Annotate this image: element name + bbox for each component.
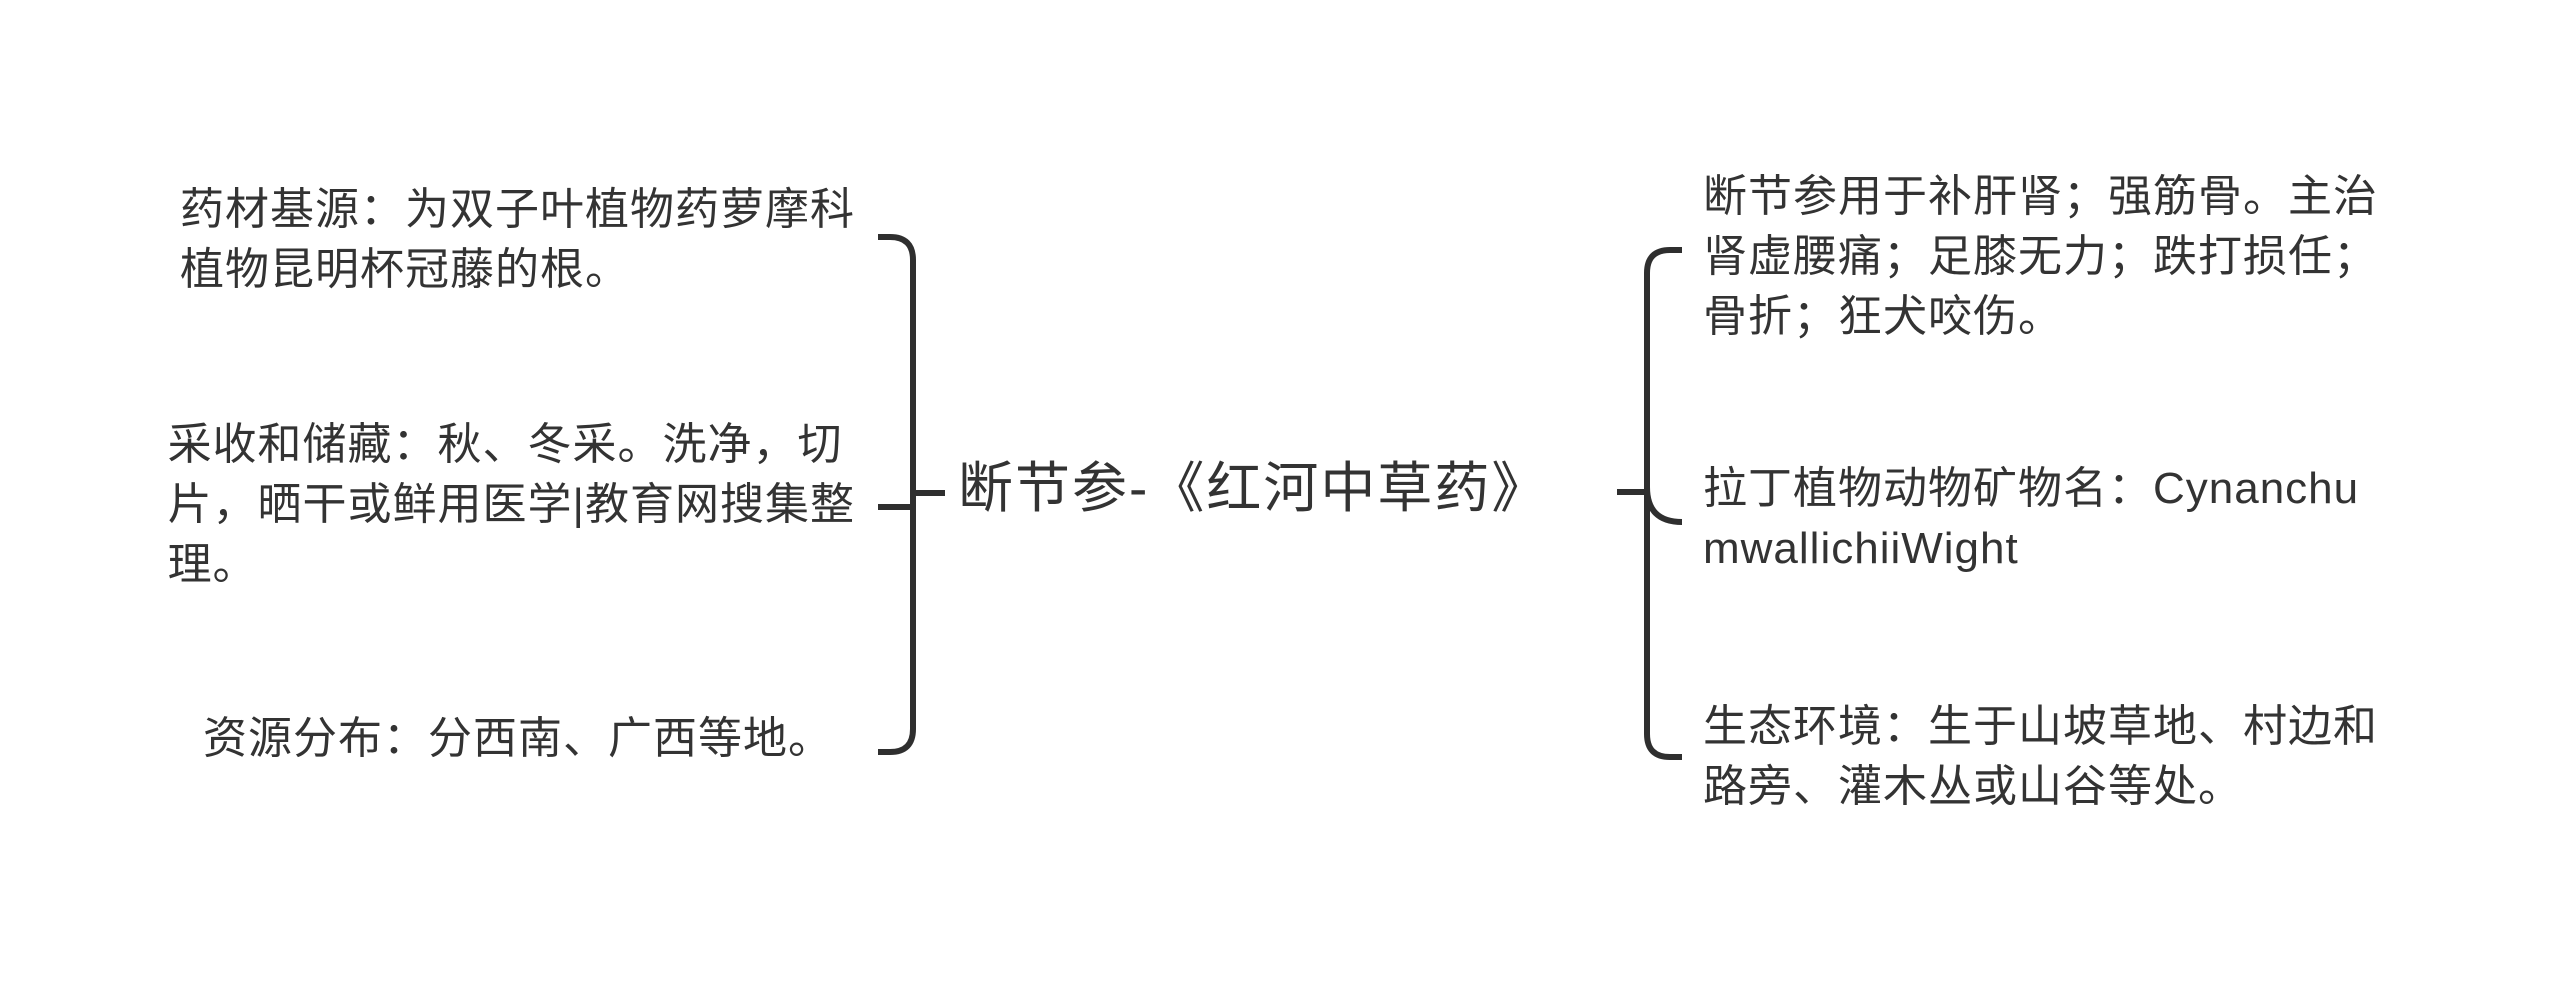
node-line: mwallichiiWight	[1703, 524, 2019, 573]
node-line: 药材基源：为双子叶植物药萝摩科	[180, 185, 855, 234]
right-bracket-branch-hook	[1644, 486, 1683, 525]
node-resource-distribution: 资源分布：分西南、广西等地。	[203, 709, 833, 769]
node-habitat: 生态环境：生于山坡草地、村边和 路旁、灌木丛或山谷等处。	[1703, 697, 2378, 817]
node-harvest-storage: 采收和储藏：秋、冬采。洗净，切 片，晒干或鲜用医学|教育网搜集整 理。	[168, 415, 855, 595]
node-line: 资源分布：分西南、广西等地。	[203, 714, 833, 763]
node-line: 生态环境：生于山坡草地、村边和	[1703, 702, 2378, 751]
node-line: 采收和储藏：秋、冬采。洗净，切	[167, 420, 843, 469]
node-line: 拉丁植物动物矿物名：Cynanchu	[1703, 464, 2360, 513]
left-bracket	[878, 234, 916, 755]
node-line: 理。	[167, 540, 258, 589]
node-line: 肾虚腰痛；足膝无力；跌打损任；	[1703, 232, 2378, 281]
node-line: 骨折；狂犬咬伤。	[1703, 292, 2063, 341]
node-latin-name: 拉丁植物动物矿物名：Cynanchu mwallichiiWight	[1703, 459, 2359, 579]
central-topic: 断节参-《红河中草药》	[958, 457, 1549, 519]
node-line: 路旁、灌木丛或山谷等处。	[1703, 762, 2243, 811]
node-indications: 断节参用于补肝肾；强筋骨。主治 肾虚腰痛；足膝无力；跌打损任； 骨折；狂犬咬伤。	[1703, 167, 2378, 347]
node-line: 植物昆明杯冠藤的根。	[180, 245, 630, 294]
node-line: 断节参用于补肝肾；强筋骨。主治	[1703, 172, 2378, 221]
node-medicinal-source: 药材基源：为双子叶植物药萝摩科 植物昆明杯冠藤的根。	[180, 180, 855, 300]
node-line: 片，晒干或鲜用医学|教育网搜集整	[167, 480, 855, 529]
